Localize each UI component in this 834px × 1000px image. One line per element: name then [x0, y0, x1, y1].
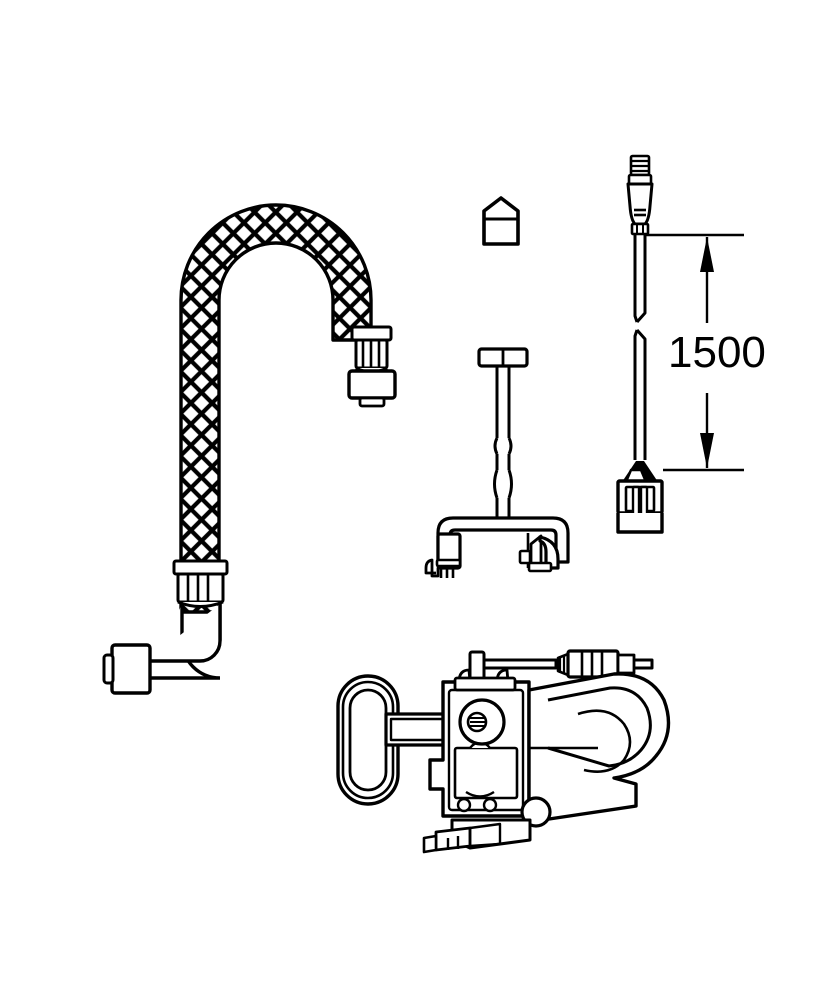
- part-valve-assembly: [336, 649, 671, 854]
- yoke-left-clamp-foot: [424, 532, 462, 578]
- valve-top-nipple: [453, 650, 517, 692]
- dimension-value-1500: 1500: [668, 328, 766, 377]
- part-sensor-cable: 1500: [616, 154, 766, 534]
- hose-end-cap-fitting: [102, 643, 152, 695]
- cable-lower-run: [633, 329, 647, 460]
- pigtail-plug-body: [566, 649, 636, 679]
- yoke-right-clamp-foot: [518, 533, 560, 573]
- oval-pull-ring-handle: [336, 674, 400, 806]
- t-handle-shaft: [493, 366, 513, 519]
- cable-bottom-socket: [616, 479, 664, 534]
- part-t-handle-bracket: [424, 347, 570, 578]
- valve-base-foot: [422, 796, 552, 854]
- hose-coupling-nut: [347, 369, 397, 408]
- valve-cable-pigtail: [482, 649, 654, 679]
- part-cover-cap: [482, 196, 520, 246]
- dim-arrowhead-bottom: [700, 433, 714, 468]
- t-bar-grip: [477, 347, 529, 368]
- dim-arrowhead-top: [700, 237, 714, 272]
- hose-elbow-bend: [145, 602, 222, 680]
- hose-lower-ferrule: [172, 559, 229, 608]
- hose-upper-ferrule: [350, 325, 393, 374]
- c-clamp-bracket: [527, 672, 671, 824]
- part-braided-hose: [102, 203, 397, 695]
- cable-upper-run: [633, 234, 647, 323]
- cable-splitter-wedge: [622, 461, 658, 484]
- valve-body-block: [428, 680, 531, 818]
- cable-top-plug-connector: [626, 154, 654, 236]
